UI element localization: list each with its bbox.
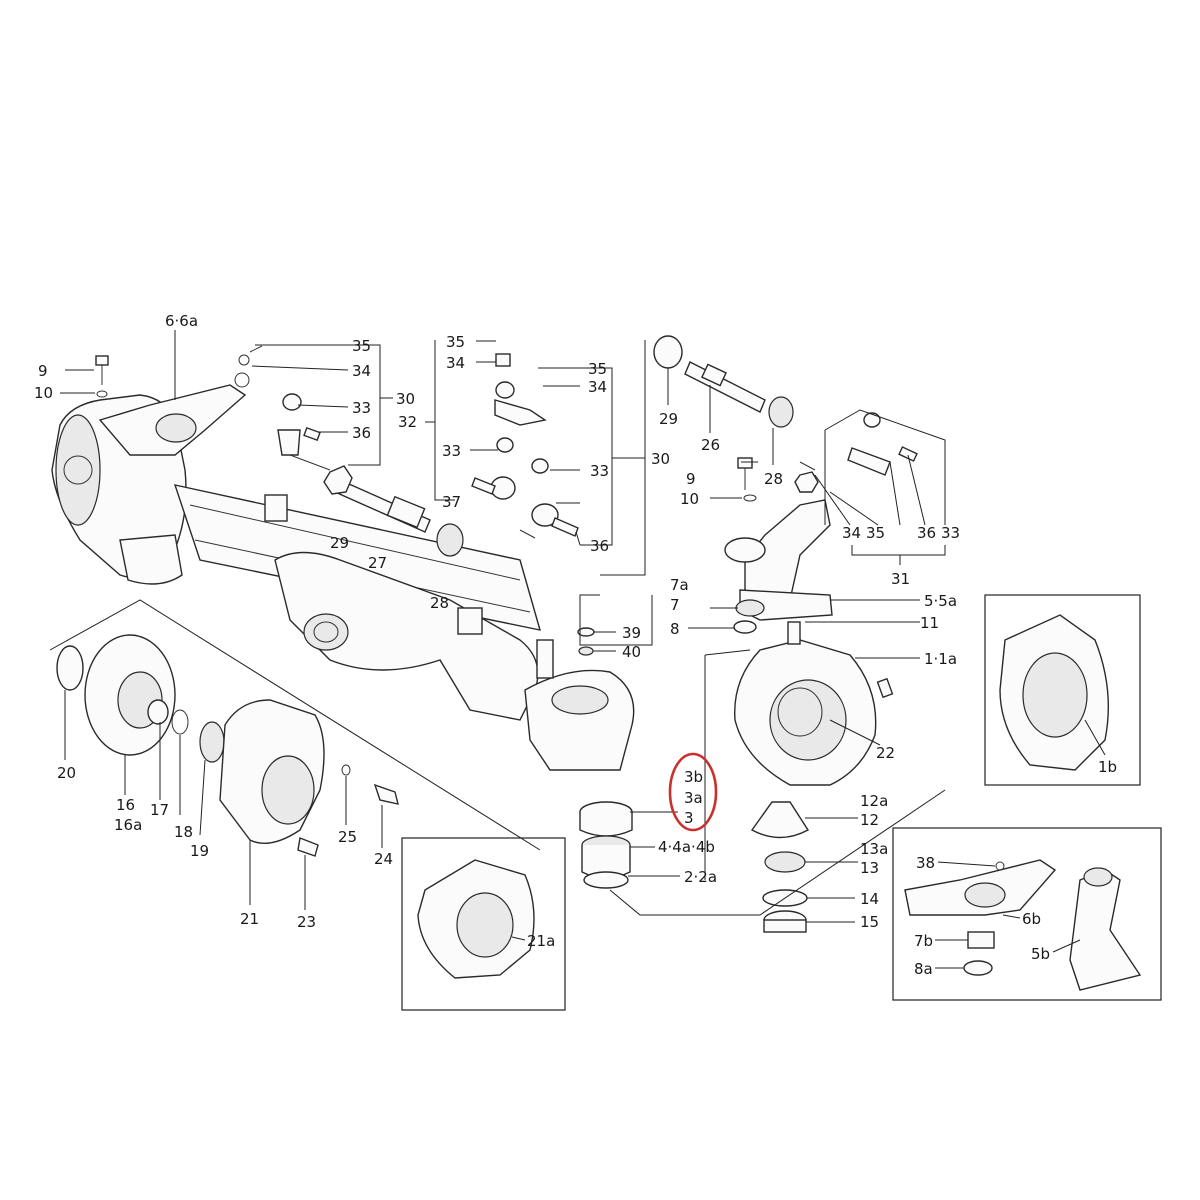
label-4-4a-4b: 4·4a·4b (658, 838, 715, 856)
label-25: 25 (338, 828, 357, 846)
label-16: 16 (116, 796, 135, 814)
label-1-1a: 1·1a (924, 650, 957, 668)
label-3: 3 (684, 809, 694, 827)
label-6-6a: 6·6a (165, 312, 198, 330)
label-30: 30 (396, 390, 415, 408)
label-13: 13 (860, 859, 879, 877)
label-16a: 16a (114, 816, 142, 834)
label-24: 24 (374, 850, 393, 868)
label-34: 34 (352, 362, 371, 380)
label-32: 32 (398, 413, 417, 431)
label-33: 33 (590, 462, 609, 480)
label-33: 33 (941, 524, 960, 542)
label-18: 18 (174, 823, 193, 841)
label-26: 26 (701, 436, 720, 454)
label-21a: 21a (527, 932, 555, 950)
label-2-2a: 2·2a (684, 868, 717, 886)
label-35: 35 (588, 360, 607, 378)
pinion-housing-center (524, 639, 635, 771)
label-7a: 7a (670, 576, 689, 594)
label-12: 12 (860, 811, 879, 829)
label-8a: 8a (914, 960, 933, 978)
cover-21a-inset (417, 859, 535, 979)
ring-gear-left (56, 634, 225, 763)
label-6b: 6b (1022, 910, 1041, 928)
label-33: 33 (442, 442, 461, 460)
label-10: 10 (680, 490, 699, 508)
washers-39-40 (577, 627, 595, 656)
label-36: 36 (352, 424, 371, 442)
label-9: 9 (686, 470, 696, 488)
label-35: 35 (866, 524, 885, 542)
label-40: 40 (622, 643, 641, 661)
label-14: 14 (860, 890, 879, 908)
housing-1b-inset (999, 614, 1110, 771)
label-34: 34 (588, 378, 607, 396)
leader-lines (49, 330, 1106, 969)
tie-rod-end-left (238, 345, 331, 471)
label-12a: 12a (860, 792, 888, 810)
arm-5b-6b-inset (904, 859, 1142, 991)
inset-box-21a (401, 837, 566, 1011)
label-35: 35 (446, 333, 465, 351)
label-34: 34 (446, 354, 465, 372)
part-labels: 6·6a 9 10 35 34 33 36 30 32 35 34 35 34 … (34, 312, 1117, 978)
label-37: 37 (442, 493, 461, 511)
tie-rod-main (323, 465, 464, 557)
label-31: 31 (891, 570, 910, 588)
label-29: 29 (659, 410, 678, 428)
bolt-9-left (95, 355, 109, 398)
label-19: 19 (190, 842, 209, 860)
label-28: 28 (764, 470, 783, 488)
highlight-circle-part-3 (668, 752, 718, 832)
tie-rod-end-right (799, 412, 918, 476)
label-8: 8 (670, 620, 680, 638)
label-20: 20 (57, 764, 76, 782)
label-38: 38 (916, 854, 935, 872)
label-1b: 1b (1098, 758, 1117, 776)
label-29: 29 (330, 534, 349, 552)
label-30: 30 (651, 450, 670, 468)
label-39: 39 (622, 624, 641, 642)
tie-rod-upper-right (653, 335, 794, 428)
label-3b: 3b (684, 768, 703, 786)
knuckle-housing-right (734, 621, 894, 786)
label-33: 33 (352, 399, 371, 417)
label-35: 35 (352, 337, 371, 355)
label-5-5a: 5·5a (924, 592, 957, 610)
label-21: 21 (240, 910, 259, 928)
label-11: 11 (920, 614, 939, 632)
label-5b: 5b (1031, 945, 1050, 963)
label-28: 28 (430, 594, 449, 612)
label-34: 34 (842, 524, 861, 542)
label-7b: 7b (914, 932, 933, 950)
label-7: 7 (670, 596, 680, 614)
tie-rod-end-group-32 (471, 353, 579, 539)
label-36: 36 (590, 537, 609, 555)
label-15: 15 (860, 913, 879, 931)
center-axle-housing (264, 494, 539, 721)
label-27: 27 (368, 554, 387, 572)
label-23: 23 (297, 913, 316, 931)
label-3a: 3a (684, 789, 703, 807)
bevel-gear-stack-right (750, 801, 809, 933)
steering-knuckle-arm-left (98, 372, 250, 456)
label-36: 36 (917, 524, 936, 542)
label-10: 10 (34, 384, 53, 402)
inset-box-1b (984, 594, 1141, 786)
bearing-stack-center (579, 801, 633, 889)
label-13a: 13a (860, 840, 888, 858)
label-17: 17 (150, 801, 169, 819)
label-22: 22 (876, 744, 895, 762)
flange-cover-21 (219, 699, 399, 857)
inset-box-5b (892, 827, 1162, 1001)
label-9: 9 (38, 362, 48, 380)
